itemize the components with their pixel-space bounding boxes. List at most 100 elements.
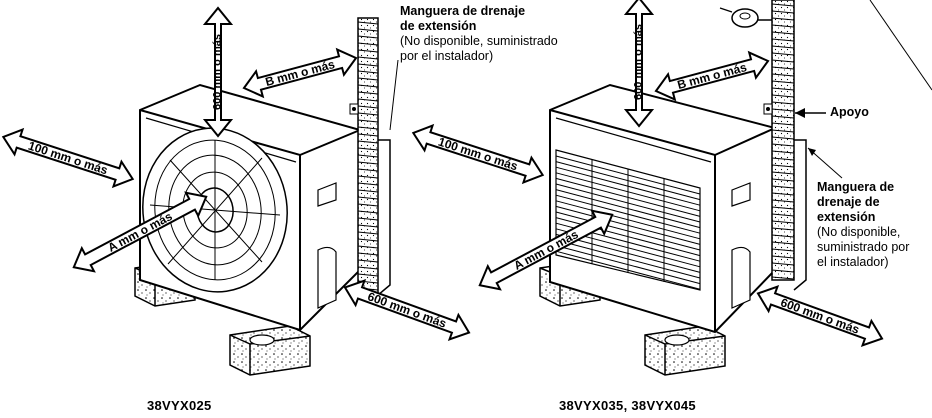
louver-slat	[555, 211, 701, 251]
pipe-ridge	[357, 154, 379, 158]
right-drain-note: Manguera de drenaje de extensión (No dis…	[817, 180, 909, 270]
pipe-ridge	[357, 161, 379, 165]
right-arrow-right: 600 mm o más	[756, 285, 884, 347]
right-right-clearance-label: 600 mm o más	[779, 295, 862, 337]
pipe-ridge	[357, 49, 379, 53]
right-drain-title-line2: drenaje de	[817, 195, 880, 209]
right-arrow-side: 100 mm o más	[411, 123, 545, 185]
louver-slat	[555, 161, 701, 201]
louver-slat	[555, 205, 701, 245]
pipe-ridge	[357, 266, 379, 270]
right-drain-detail-line2: suministrado por	[817, 240, 910, 254]
pipe-ridge	[771, 31, 795, 35]
louver-slat	[555, 233, 701, 273]
pipe-ridge	[357, 182, 379, 186]
right-arrow-top: 600 mm o más	[623, 0, 655, 128]
right-drain-title-line3: extensión	[817, 210, 876, 224]
left-arrow-side: 100 mm o más	[1, 127, 135, 189]
left-back-clearance-label: B mm o más	[264, 57, 337, 89]
pipe-ridge	[357, 224, 379, 228]
pipe-ridge	[771, 24, 795, 28]
pipe-ridge	[771, 73, 795, 77]
pipe-ridge	[357, 203, 379, 207]
pipe-ridge	[771, 59, 795, 63]
louver-slat	[555, 177, 701, 217]
pipe-ridge	[771, 52, 795, 56]
pipe-ridge	[771, 38, 795, 42]
pipe-ridge	[771, 185, 795, 189]
pipe-ridge	[357, 210, 379, 214]
pipe-ridge	[771, 262, 795, 266]
left-arrow-top: 600 mm o más	[202, 6, 234, 138]
pipe-ridge	[771, 108, 795, 112]
pipe-ridge	[771, 157, 795, 161]
louver-slat	[555, 172, 701, 212]
left-drain-pipe	[349, 17, 391, 296]
pipe-ridge	[357, 217, 379, 221]
pipe-ridge	[357, 147, 379, 151]
left-arrow-back: B mm o más	[242, 47, 358, 99]
left-outdoor-unit	[139, 83, 361, 332]
pipe-ridge	[771, 248, 795, 252]
right-model-label: 38VYX035, 38VYX045	[559, 398, 696, 413]
pipe-ridge	[357, 63, 379, 67]
left-drain-detail-line2: por el instalador)	[400, 49, 494, 63]
pipe-ridge	[357, 273, 379, 277]
left-drain-note: Manguera de drenaje de extensión (No dis…	[400, 4, 558, 64]
pipe-ridge	[357, 28, 379, 32]
pipe-ridge	[771, 115, 795, 119]
left-drain-title-line2: de extensión	[400, 19, 477, 33]
louver-slat	[555, 245, 701, 285]
louver-slat	[555, 194, 701, 234]
pipe-ridge	[357, 189, 379, 193]
pipe-ridge	[771, 220, 795, 224]
pipe-ridge	[357, 105, 379, 109]
pipe-ridge	[357, 84, 379, 88]
pipe-ridge	[357, 91, 379, 95]
left-drain-detail-line1: (No disponible, suministrado	[400, 34, 558, 48]
pipe-ridge	[771, 17, 795, 21]
louver-slat	[555, 239, 701, 279]
pipe-ridge	[771, 213, 795, 217]
right-drain-detail-line3: el instalador)	[817, 255, 889, 269]
pipe-ridge	[357, 175, 379, 179]
pipe-ridge	[771, 269, 795, 273]
louver-slat	[555, 200, 701, 240]
pipe-ridge	[357, 119, 379, 123]
pipe-ridge	[357, 56, 379, 60]
pipe-ridge	[771, 129, 795, 133]
pipe-ridge	[771, 206, 795, 210]
left-top-clearance-label: 600 mm o más	[211, 34, 223, 110]
pipe-ridge	[771, 45, 795, 49]
pipe-ridge	[771, 276, 795, 280]
pipe-ridge	[771, 241, 795, 245]
pipe-ridge	[771, 94, 795, 98]
left-arrow-right: 600 mm o más	[343, 279, 471, 341]
pipe-ridge	[771, 143, 795, 147]
louver-slat	[555, 183, 701, 223]
left-model-label: 38VYX025	[147, 398, 212, 413]
pipe-ridge	[357, 168, 379, 172]
pipe-ridge	[771, 192, 795, 196]
pipe-ridge	[357, 77, 379, 81]
support-pointer	[795, 108, 826, 118]
pipe-ridge	[771, 150, 795, 154]
pipe-ridge	[771, 101, 795, 105]
pipe-ridge	[357, 252, 379, 256]
pipe-ridge	[357, 42, 379, 46]
left-drain-title-line1: Manguera de drenaje	[400, 4, 526, 18]
pipe-ridge	[771, 66, 795, 70]
pipe-ridge	[357, 259, 379, 263]
pipe-ridge	[771, 255, 795, 259]
right-top-clearance-label: 600 mm o más	[632, 24, 644, 100]
pipe-ridge	[357, 238, 379, 242]
pipe-ridge	[357, 231, 379, 235]
pipe-ridge	[357, 70, 379, 74]
support-label: Apoyo	[830, 105, 869, 120]
pipe-ridge	[771, 178, 795, 182]
right-drain-title-line1: Manguera de	[817, 180, 895, 194]
pipe-ridge	[771, 199, 795, 203]
pipe-ridge	[771, 164, 795, 168]
pipe-ridge	[357, 21, 379, 25]
right-arrow-back: B mm o más	[654, 50, 770, 102]
